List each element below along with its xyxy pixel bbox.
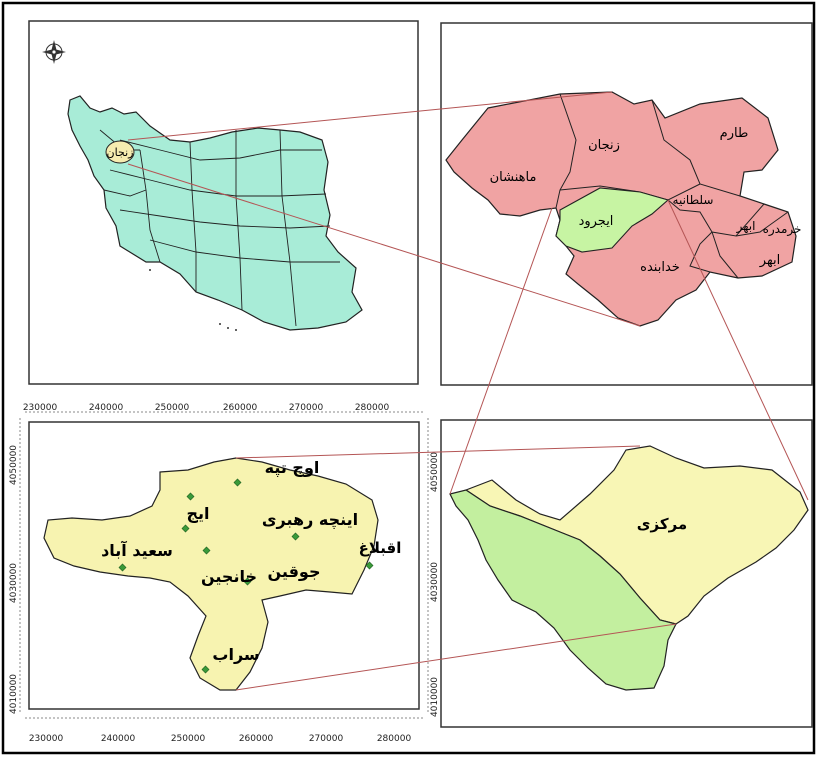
y-tick-left-1: 4030000 <box>9 563 19 603</box>
village-point-uchtappeh <box>233 478 242 487</box>
connector-province-left <box>449 207 553 495</box>
x-tick-labels-top: 230000 240000 250000 260000 270000 28000… <box>23 403 390 413</box>
zanjan-highlight <box>105 140 135 164</box>
x-tick-bottom-0: 230000 <box>29 734 64 744</box>
county-label-ijrud: ایجرود <box>579 214 614 229</box>
village-label-sarab: سراب <box>212 645 259 664</box>
village-point-ij <box>186 492 195 501</box>
connector-county-bottom <box>235 623 677 691</box>
x-tick-top-2: 250000 <box>155 403 190 413</box>
island-dots <box>149 269 237 331</box>
connector-province-right <box>667 199 809 501</box>
y-tick-left-0: 4050000 <box>9 445 19 485</box>
x-tick-bottom-3: 260000 <box>239 734 274 744</box>
y-tick-right-2: 4010000 <box>430 677 440 717</box>
county-label-soltanieh: سلطانیه <box>673 193 714 207</box>
x-tick-top-1: 240000 <box>89 403 124 413</box>
x-tick-bottom-1: 240000 <box>101 734 136 744</box>
connector-iran-top <box>127 91 613 141</box>
village-label-khanjin: خانجین <box>201 567 257 586</box>
village-points <box>118 478 374 674</box>
iran-province-label: زنجان <box>107 146 134 159</box>
province-panel: طارم زنجان ماهنشان سلطانیه ایجرود خرمدره… <box>440 22 813 386</box>
y-tick-right-1: 4030000 <box>430 562 440 602</box>
iran-map <box>67 95 363 331</box>
county-label-zanjan: زنجان <box>588 138 620 153</box>
connector-iran-bottom <box>127 163 641 327</box>
county-label-abhar-1: ابهر <box>736 219 756 234</box>
village-label-inchehrahbari: اینچه رهبری <box>262 510 358 530</box>
y-tick-labels-right: 4050000 4030000 4010000 <box>430 452 440 717</box>
iran-province-borders <box>99 129 340 327</box>
y-tick-right-0: 4050000 <box>430 452 440 492</box>
district-label-markazi: مرکزی <box>637 515 687 533</box>
x-tick-top-3: 260000 <box>223 403 258 413</box>
county-label-khodabandeh: خدابنده <box>640 260 680 275</box>
x-tick-bottom-5: 280000 <box>377 734 412 744</box>
compass-rose-icon <box>42 40 66 64</box>
village-label-joghin: جوقین <box>268 562 321 581</box>
west-district <box>449 489 677 691</box>
county-label-tarom: طارم <box>720 126 749 141</box>
x-tick-labels-bottom: 230000 240000 250000 260000 270000 28000… <box>29 734 412 744</box>
county-label-khorramdarreh: خرمدره <box>763 222 802 237</box>
x-tick-bottom-2: 250000 <box>171 734 206 744</box>
county-label-mahneshan: ماهنشان <box>490 170 537 185</box>
village-label-saeedabad: سعید آباد <box>101 540 173 560</box>
village-point-eghbalagh <box>365 561 374 570</box>
village-point-inchehrahbari <box>291 532 300 541</box>
county-panel-graticule <box>19 411 429 719</box>
connector-lines <box>127 91 809 691</box>
village-point-joghin <box>243 577 252 586</box>
iran-panel: زنجان <box>28 20 419 385</box>
y-tick-left-2: 4010000 <box>9 674 19 714</box>
county-label-abhar-2: ابهر <box>759 253 780 268</box>
x-tick-top-5: 280000 <box>355 403 390 413</box>
y-tick-labels-left: 4050000 4030000 4010000 <box>9 445 19 714</box>
district-panel: مرکزی <box>440 419 813 728</box>
village-point-saeedabad <box>118 563 127 572</box>
x-tick-top-4: 270000 <box>289 403 324 413</box>
county-panel: اوچ تپه ایج اینچه رهبری اقبلاغ سعید آباد… <box>9 403 440 744</box>
connector-county-top <box>235 445 641 459</box>
village-label-uchtappeh: اوچ تپه <box>265 458 320 478</box>
village-point-sarab <box>201 665 210 674</box>
ijrud-county <box>555 187 670 253</box>
village-label-eghbalagh: اقبلاغ <box>359 539 402 557</box>
village-label-ij: ایج <box>186 504 209 523</box>
village-point-ij-2 <box>181 524 190 533</box>
x-tick-top-0: 230000 <box>23 403 58 413</box>
x-tick-bottom-4: 270000 <box>309 734 344 744</box>
village-point-khanjin <box>202 546 211 555</box>
